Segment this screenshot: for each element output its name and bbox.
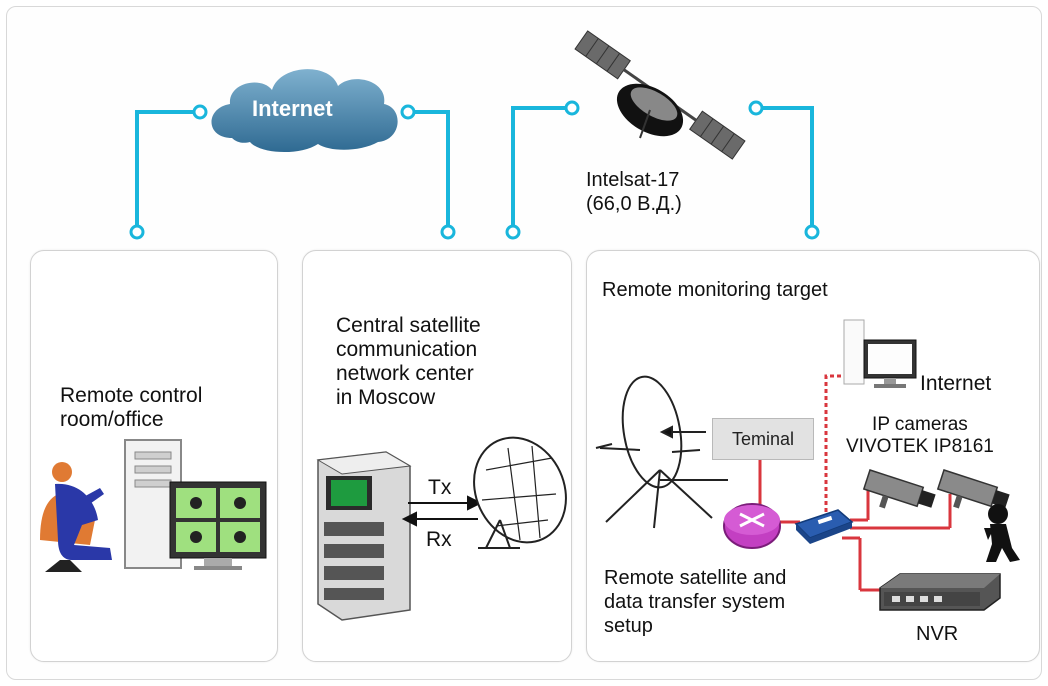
link-center-to-satellite: [505, 100, 580, 240]
ip-cameras-label: IP cameras VIVOTEK IP8161: [846, 414, 994, 457]
remote-control-label: Remote control room/office: [60, 384, 203, 431]
cloud-icon: [211, 69, 398, 153]
setup-label: Remote satellite and data transfer syste…: [604, 567, 787, 637]
rx-label: Rx: [426, 528, 452, 551]
desktop-pc-icon: [843, 319, 917, 388]
person-icon: [40, 462, 112, 572]
server-rack-icon: [316, 451, 412, 621]
tx-arrow: [408, 495, 483, 511]
switch-icon: [794, 509, 854, 544]
link-internet-to-center: [400, 104, 456, 240]
central-center-label: Central satellite communication network …: [336, 314, 481, 409]
target-title: Remote monitoring target: [602, 279, 828, 301]
ip-camera-icon: [862, 469, 936, 509]
nvr-label: NVR: [916, 623, 959, 645]
ip-camera-icon-2: [936, 469, 1010, 509]
thief-icon: [984, 504, 1020, 562]
terminal-dish-icon: [595, 375, 728, 529]
red-links: [758, 374, 952, 592]
link-satellite-to-target: [748, 100, 820, 240]
nvr-icon: [879, 573, 1001, 611]
dish-antenna-icon: [473, 436, 567, 549]
terminal-box: Teminal: [712, 418, 814, 460]
link-remote-to-internet: [129, 104, 208, 240]
rx-arrow: [401, 511, 478, 527]
satellite-icon: [574, 30, 746, 160]
internet-pc-label: Internet: [920, 372, 992, 395]
satellite-label: Intelsat-17 (66,0 В.Д.): [586, 169, 682, 215]
video-monitor-icon: [169, 481, 267, 570]
router-icon: [723, 503, 781, 549]
cloud-label: Internet: [252, 96, 333, 121]
tx-label: Tx: [428, 476, 452, 499]
